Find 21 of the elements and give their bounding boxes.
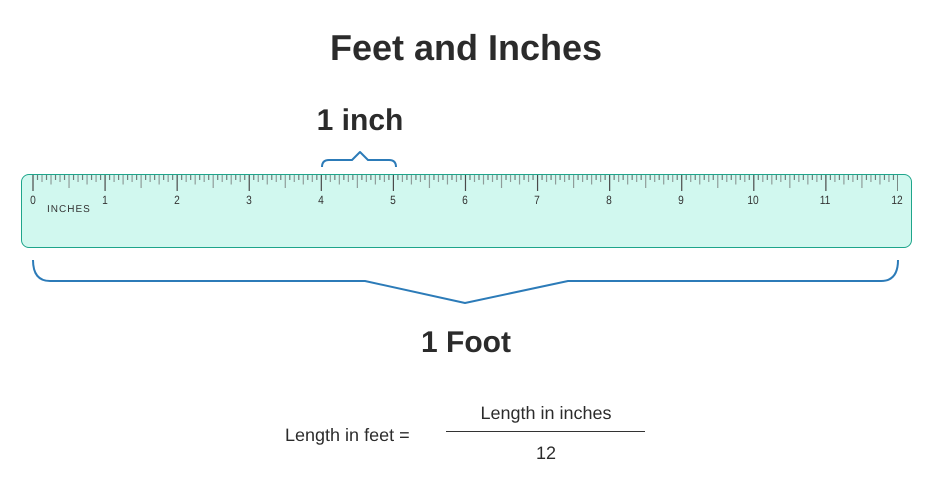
dimension-label: 1 Foot [421, 328, 511, 358]
inch-number: 5 [390, 194, 396, 206]
inch-number: 9 [678, 194, 684, 206]
unit-label: INCHES [47, 205, 91, 215]
inch-number: 8 [606, 194, 612, 206]
ruler [21, 174, 912, 248]
inch-number: 0 [30, 194, 36, 206]
inch-number: 3 [246, 194, 252, 206]
formula-text: Length in feet = [285, 426, 410, 444]
formula-denominator: 12 [536, 444, 556, 462]
dimension-label: 1 inch [316, 106, 404, 136]
inch-number: 4 [318, 194, 324, 206]
inch-number: 6 [462, 194, 468, 206]
inch-number: 11 [820, 194, 831, 206]
formula-numerator: Length in inches [480, 404, 612, 422]
inch-number: 10 [748, 194, 759, 206]
diagram-title: Feet and Inches [330, 30, 602, 66]
inch-number: 1 [102, 194, 108, 206]
inch-number: 2 [174, 194, 180, 206]
inch-number: 12 [892, 194, 904, 206]
inch-number: 7 [534, 194, 540, 206]
